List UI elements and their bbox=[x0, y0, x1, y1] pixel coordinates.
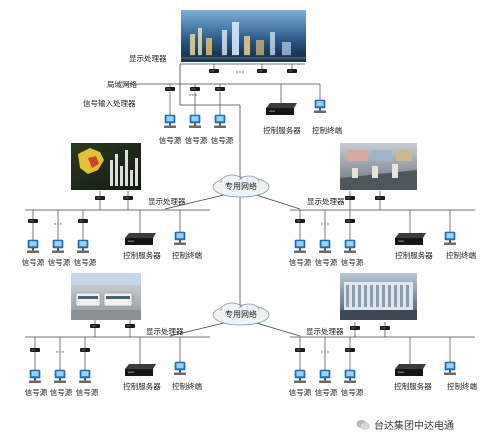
signal-input-processor-label: 信号输入处理器 bbox=[83, 99, 136, 108]
control-server-label: 控制服务器 bbox=[123, 251, 161, 260]
dedicated-network-cloud-upper: 专用网络 bbox=[211, 173, 271, 199]
signal-source-label: 信号源 bbox=[314, 388, 338, 397]
signal-source-label: 信号源 bbox=[158, 136, 182, 145]
control-server-label: 控制服务器 bbox=[263, 126, 301, 135]
signal-source-label: 信号源 bbox=[288, 258, 312, 267]
signal-source-label: 信号源 bbox=[340, 258, 364, 267]
display-processor-label: 显示处理器 bbox=[146, 327, 184, 336]
video-wall-building bbox=[340, 273, 417, 320]
display-processor-label: 显示处理器 bbox=[129, 54, 167, 63]
display-processor-label: 显示处理器 bbox=[307, 197, 345, 206]
video-wall-map bbox=[71, 143, 141, 190]
control-terminal-label: 控制终端 bbox=[446, 251, 476, 260]
dedicated-network-label: 专用网络 bbox=[225, 181, 257, 191]
signal-source-label: 信号源 bbox=[47, 258, 71, 267]
control-terminal-label: 控制终端 bbox=[172, 382, 202, 391]
video-wall-bus bbox=[71, 273, 141, 320]
control-server-label: 控制服务器 bbox=[395, 251, 433, 260]
signal-source-label: 信号源 bbox=[288, 388, 312, 397]
signal-source-label: 信号源 bbox=[184, 136, 208, 145]
control-terminal-label: 控制终端 bbox=[312, 126, 342, 135]
signal-source-label: 信号源 bbox=[49, 388, 73, 397]
signal-source-label: 信号源 bbox=[314, 258, 338, 267]
control-server-label: 控制服务器 bbox=[123, 382, 161, 391]
signal-source-label: 信号源 bbox=[75, 388, 99, 397]
control-terminal-label: 控制终端 bbox=[447, 382, 477, 391]
display-processor-label: 显示处理器 bbox=[306, 327, 344, 336]
cloud-icon bbox=[212, 174, 270, 198]
signal-source-label: 信号源 bbox=[24, 388, 48, 397]
signal-source-label: 信号源 bbox=[21, 258, 45, 267]
watermark: 台达集团中达电通 bbox=[356, 417, 454, 432]
wechat-icon bbox=[356, 419, 370, 430]
display-processor-label: 显示处理器 bbox=[148, 197, 186, 206]
watermark-text: 台达集团中达电通 bbox=[374, 421, 454, 432]
video-wall-top bbox=[181, 10, 306, 62]
control-terminal-label: 控制终端 bbox=[172, 251, 202, 260]
dedicated-network-label: 专用网络 bbox=[225, 309, 257, 319]
control-server-label: 控制服务器 bbox=[394, 382, 432, 391]
cloud-icon bbox=[212, 302, 270, 326]
signal-source-label: 信号源 bbox=[210, 136, 234, 145]
lan-label: 局域网络 bbox=[107, 80, 137, 89]
dedicated-network-cloud-lower: 专用网络 bbox=[211, 301, 271, 327]
video-wall-hall bbox=[340, 143, 417, 190]
signal-source-label: 信号源 bbox=[340, 388, 364, 397]
signal-source-label: 信号源 bbox=[73, 258, 97, 267]
